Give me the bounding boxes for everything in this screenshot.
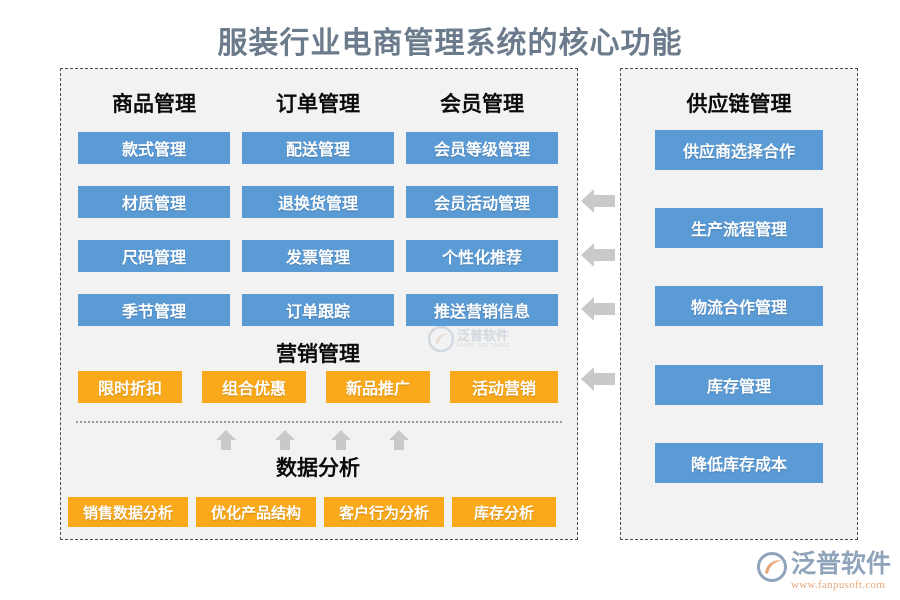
item-box-product-2[interactable]: 材质管理	[78, 186, 230, 218]
item-box-supply-3[interactable]: 物流合作管理	[655, 286, 823, 326]
item-box-analysis-4[interactable]: 库存分析	[452, 497, 556, 527]
item-box-product-1[interactable]: 款式管理	[78, 132, 230, 164]
item-box-analysis-3[interactable]: 客户行为分析	[324, 497, 444, 527]
item-box-marketing-4[interactable]: 活动营销	[450, 371, 558, 403]
fanpu-logo-icon	[757, 552, 787, 582]
section-heading-supply-chain: 供应链管理	[686, 92, 792, 116]
item-box-order-1[interactable]: 配送管理	[242, 132, 394, 164]
up-arrow-icon-2	[275, 430, 295, 450]
watermark: 泛普软件 FANPU SOFTWARE	[428, 322, 548, 356]
item-box-member-2[interactable]: 会员活动管理	[406, 186, 558, 218]
item-box-supply-5[interactable]: 降低库存成本	[655, 443, 823, 483]
section-divider	[76, 421, 562, 423]
column-heading-product: 商品管理	[112, 92, 196, 116]
item-box-product-4[interactable]: 季节管理	[78, 294, 230, 326]
item-box-order-2[interactable]: 退换货管理	[242, 186, 394, 218]
watermark-logo-icon	[428, 326, 454, 352]
item-box-analysis-2[interactable]: 优化产品结构	[196, 497, 316, 527]
item-box-supply-1[interactable]: 供应商选择合作	[655, 130, 823, 170]
item-box-supply-4[interactable]: 库存管理	[655, 365, 823, 405]
up-arrow-icon-3	[331, 430, 351, 450]
item-box-product-3[interactable]: 尺码管理	[78, 240, 230, 272]
column-heading-member: 会员管理	[440, 92, 524, 116]
left-arrow-icon-3	[581, 297, 615, 321]
page-title: 服装行业电商管理系统的核心功能	[217, 27, 683, 60]
item-box-analysis-1[interactable]: 销售数据分析	[68, 497, 188, 527]
watermark-cn: 泛普软件	[457, 328, 510, 343]
left-arrow-icon-2	[581, 243, 615, 267]
item-box-supply-2[interactable]: 生产流程管理	[655, 208, 823, 248]
up-arrow-icon-1	[216, 430, 236, 450]
item-box-member-4[interactable]: 推送营销信息	[406, 294, 558, 326]
item-box-member-1[interactable]: 会员等级管理	[406, 132, 558, 164]
brand-logo: 泛普软件 www.fanpusoft.com	[757, 552, 891, 591]
item-box-member-3[interactable]: 个性化推荐	[406, 240, 558, 272]
section-heading-marketing: 营销管理	[276, 342, 360, 366]
item-box-marketing-2[interactable]: 组合优惠	[202, 371, 306, 403]
item-box-marketing-3[interactable]: 新品推广	[326, 371, 430, 403]
item-box-marketing-1[interactable]: 限时折扣	[78, 371, 182, 403]
left-arrow-icon-1	[581, 189, 615, 213]
column-heading-order: 订单管理	[276, 92, 360, 116]
section-heading-analysis: 数据分析	[276, 456, 360, 480]
left-arrow-icon-4	[581, 367, 615, 391]
up-arrow-icon-4	[389, 430, 409, 450]
item-box-order-3[interactable]: 发票管理	[242, 240, 394, 272]
watermark-en: FANPU SOFTWARE	[457, 343, 511, 349]
brand-url: www.fanpusoft.com	[791, 579, 886, 591]
brand-name: 泛普软件	[791, 550, 892, 578]
item-box-order-4[interactable]: 订单跟踪	[242, 294, 394, 326]
